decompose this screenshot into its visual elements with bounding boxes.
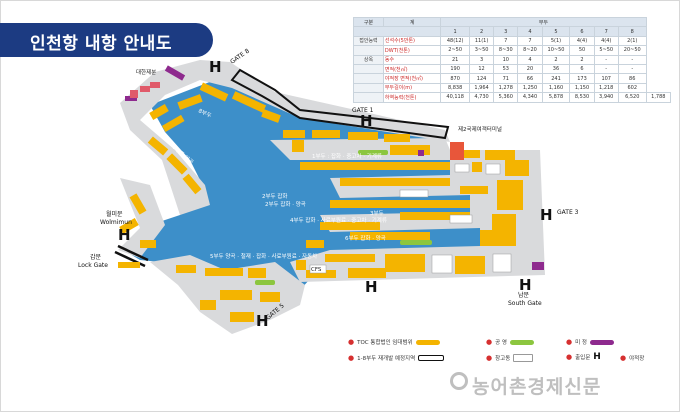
gate8-marker-icon: H	[209, 58, 222, 76]
warehouse-swatch	[513, 354, 534, 362]
bullet-icon: ●	[486, 338, 493, 346]
daehan-blocks	[130, 82, 160, 98]
bullet-icon: ●	[566, 353, 573, 361]
bullet-icon: ●	[348, 354, 355, 362]
lock-gate-berth	[118, 262, 140, 268]
table-cell: 4,730	[468, 92, 495, 103]
watermark-logo-icon	[450, 372, 468, 390]
gate1-marker-icon: H	[360, 112, 373, 130]
gate5-marker-icon: H	[256, 312, 269, 330]
terminal2-label: 제2국제여객터미널	[458, 125, 502, 133]
map-legend: ● TOC 통합법인 임대범위 ● 1-8부두 재개발 예정지역 ● 공 영 ●…	[348, 336, 673, 368]
legend-public: ● 공 영	[486, 338, 534, 346]
redevelopment-boundary	[230, 68, 450, 140]
south-gate-label-ko: 남문	[518, 291, 530, 299]
legend-yard: ● 야적장	[620, 354, 645, 363]
gate3-label: GATE 3	[557, 209, 579, 216]
dock-label: 2부두 잡화	[262, 193, 288, 200]
table-subheader-row: 1 2 3 4 5 6 7 8	[352, 26, 671, 37]
title-banner	[0, 23, 213, 57]
gate1-label: GATE 1	[352, 107, 374, 114]
west-arm-land	[118, 178, 165, 258]
west-quay-land	[120, 60, 450, 215]
terminal2-block	[450, 142, 464, 160]
dock-label: 6부두 잡화 · 양곡	[345, 234, 386, 242]
undecided-swatch	[589, 339, 614, 345]
dock-label: 4부두 잡화 · 사료부원료 · 중고차 · 기계류	[290, 216, 387, 224]
legend-warehouse: ● 창고동	[486, 354, 534, 362]
bullet-icon: ●	[566, 338, 573, 346]
table-cell: 1,788	[645, 92, 672, 103]
redev-swatch	[418, 355, 445, 361]
public-swatch	[509, 339, 534, 345]
wolmi-label-en: Wolmimun	[100, 219, 132, 226]
table-cell: 4,340	[517, 92, 543, 103]
table-cell: 3,940	[593, 92, 619, 103]
daehan-label: 대한제분	[136, 68, 156, 76]
watermark: 농어촌경제신문	[472, 376, 602, 398]
lock-gate-label-en: Lock Gate	[78, 262, 108, 269]
public-blocks	[255, 150, 432, 285]
dock-label: 2부두 잡화 · 양곡	[265, 200, 306, 208]
legend-undecided: ● 미 정	[566, 338, 614, 346]
east-terminal-land	[270, 138, 545, 282]
dock-label: 5부두 양곡 · 철재 · 잡화 · 사료부원료 · 자동차	[210, 252, 317, 260]
dock-label: 1부두 : 잡화 · 중고차 · 기계류	[312, 152, 382, 160]
bullet-icon: ●	[620, 354, 627, 362]
toc-swatch	[415, 339, 440, 345]
inner-gate-marker-icon: H	[365, 278, 378, 296]
cfs-label: CFS	[311, 267, 322, 273]
gate8-label: GATE 8	[229, 47, 251, 65]
gate3-marker-icon: H	[540, 206, 553, 224]
table-cell-label: 하역능력(천톤)	[382, 92, 442, 103]
wolmi-label-ko: 월미문	[106, 210, 123, 218]
lock-gate-label-ko: 갑문	[90, 253, 102, 261]
legend-redev: ● 1-8부두 재개발 예정지역	[348, 354, 445, 362]
page-title: 인천항 내항 안내도	[30, 34, 172, 54]
bullet-icon: ●	[486, 354, 493, 362]
south-gate-marker-icon: H	[519, 276, 532, 294]
undecided-blocks	[125, 65, 544, 270]
south-gate-label-en: South Gate	[508, 300, 542, 307]
warehouse-blocks	[309, 163, 512, 274]
berth-blocks	[119, 82, 529, 322]
bullet-icon: ●	[348, 338, 355, 346]
dock-label: 3부두	[370, 210, 384, 217]
legend-toc: ● TOC 통합법인 임대범위	[348, 338, 440, 346]
gate-h-icon: H	[593, 352, 601, 362]
wolmi-gate-marker-icon: H	[118, 226, 131, 244]
legend-gate: ● 출입문 H	[566, 352, 601, 362]
